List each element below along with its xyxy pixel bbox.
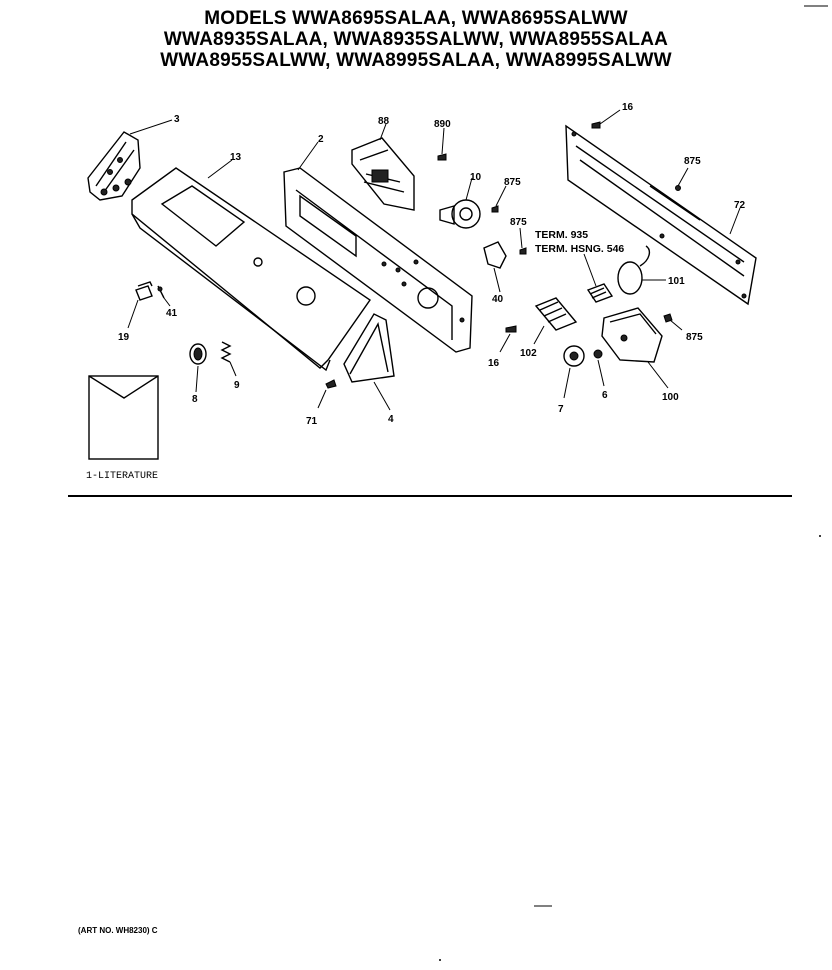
callout-7: 7 bbox=[558, 404, 564, 415]
part-41-spring bbox=[157, 285, 171, 307]
callout-19: 19 bbox=[118, 332, 130, 343]
callout-16-b: 16 bbox=[488, 358, 500, 369]
part-16-screw-bottom bbox=[499, 325, 517, 353]
callout-9: 9 bbox=[234, 380, 240, 391]
callout-100: 100 bbox=[662, 392, 679, 403]
part-6-clip bbox=[593, 349, 605, 387]
part-102-harness bbox=[533, 297, 578, 345]
callout-40: 40 bbox=[492, 294, 504, 305]
part-3-end-cap bbox=[87, 119, 173, 201]
part-8-knob bbox=[189, 343, 207, 393]
part-100-timer bbox=[601, 307, 669, 389]
part-16-screw-top bbox=[591, 109, 621, 129]
diagram-title-line-3: WWA8955SALWW, WWA8995SALAA, WWA8995SALWW bbox=[160, 50, 672, 71]
diagram-title-line-1: MODELS WWA8695SALAA, WWA8695SALWW bbox=[204, 8, 628, 29]
part-4-end-cap bbox=[343, 313, 395, 411]
terminal-label: TERM. 935 bbox=[535, 229, 588, 241]
stray-dot-right bbox=[819, 535, 821, 537]
part-19-button bbox=[127, 281, 153, 329]
part-10-switch bbox=[439, 177, 481, 229]
art-number: (ART NO. WH8230) C bbox=[78, 926, 158, 935]
callout-10: 10 bbox=[470, 172, 482, 183]
callout-875-a: 875 bbox=[504, 177, 521, 188]
part-terminal-housing bbox=[583, 253, 614, 303]
part-9-spring bbox=[220, 341, 237, 377]
callout-88: 88 bbox=[378, 116, 390, 127]
callout-875-b: 875 bbox=[510, 217, 527, 228]
callout-72: 72 bbox=[734, 200, 746, 211]
callout-16-a: 16 bbox=[622, 102, 634, 113]
terminal-housing-label: TERM. HSNG. 546 bbox=[535, 243, 624, 255]
callout-875-d: 875 bbox=[686, 332, 703, 343]
part-875-screw-a bbox=[491, 185, 507, 213]
part-88-control-board bbox=[351, 123, 415, 211]
part-71-screw bbox=[317, 379, 337, 409]
callout-3: 3 bbox=[174, 114, 180, 125]
literature-envelope bbox=[88, 375, 159, 460]
callout-71: 71 bbox=[306, 416, 318, 427]
part-875-screw-b bbox=[519, 227, 527, 255]
callout-2: 2 bbox=[318, 134, 324, 145]
part-875-screw-c bbox=[675, 167, 689, 191]
part-40-bracket bbox=[483, 241, 507, 293]
callout-13: 13 bbox=[230, 152, 242, 163]
callout-890: 890 bbox=[434, 119, 451, 130]
callout-102: 102 bbox=[520, 348, 537, 359]
stray-dot bbox=[439, 959, 441, 961]
callout-6: 6 bbox=[602, 390, 608, 401]
callout-41: 41 bbox=[166, 308, 178, 319]
callout-4: 4 bbox=[388, 414, 394, 425]
callout-8: 8 bbox=[192, 394, 198, 405]
part-875-screw-d bbox=[663, 313, 683, 331]
part-890-screw bbox=[437, 127, 447, 161]
literature-label: 1-LITERATURE bbox=[86, 471, 158, 482]
part-101-motor bbox=[617, 245, 666, 295]
part-13-control-panel bbox=[131, 159, 371, 372]
callout-101: 101 bbox=[668, 276, 685, 287]
callout-875-c: 875 bbox=[684, 156, 701, 167]
part-7-knob bbox=[563, 345, 585, 399]
diagram-title-line-2: WWA8935SALAA, WWA8935SALWW, WWA8955SALAA bbox=[163, 29, 669, 50]
part-72-rear-panel bbox=[565, 124, 757, 306]
part-2-frame bbox=[283, 141, 473, 353]
